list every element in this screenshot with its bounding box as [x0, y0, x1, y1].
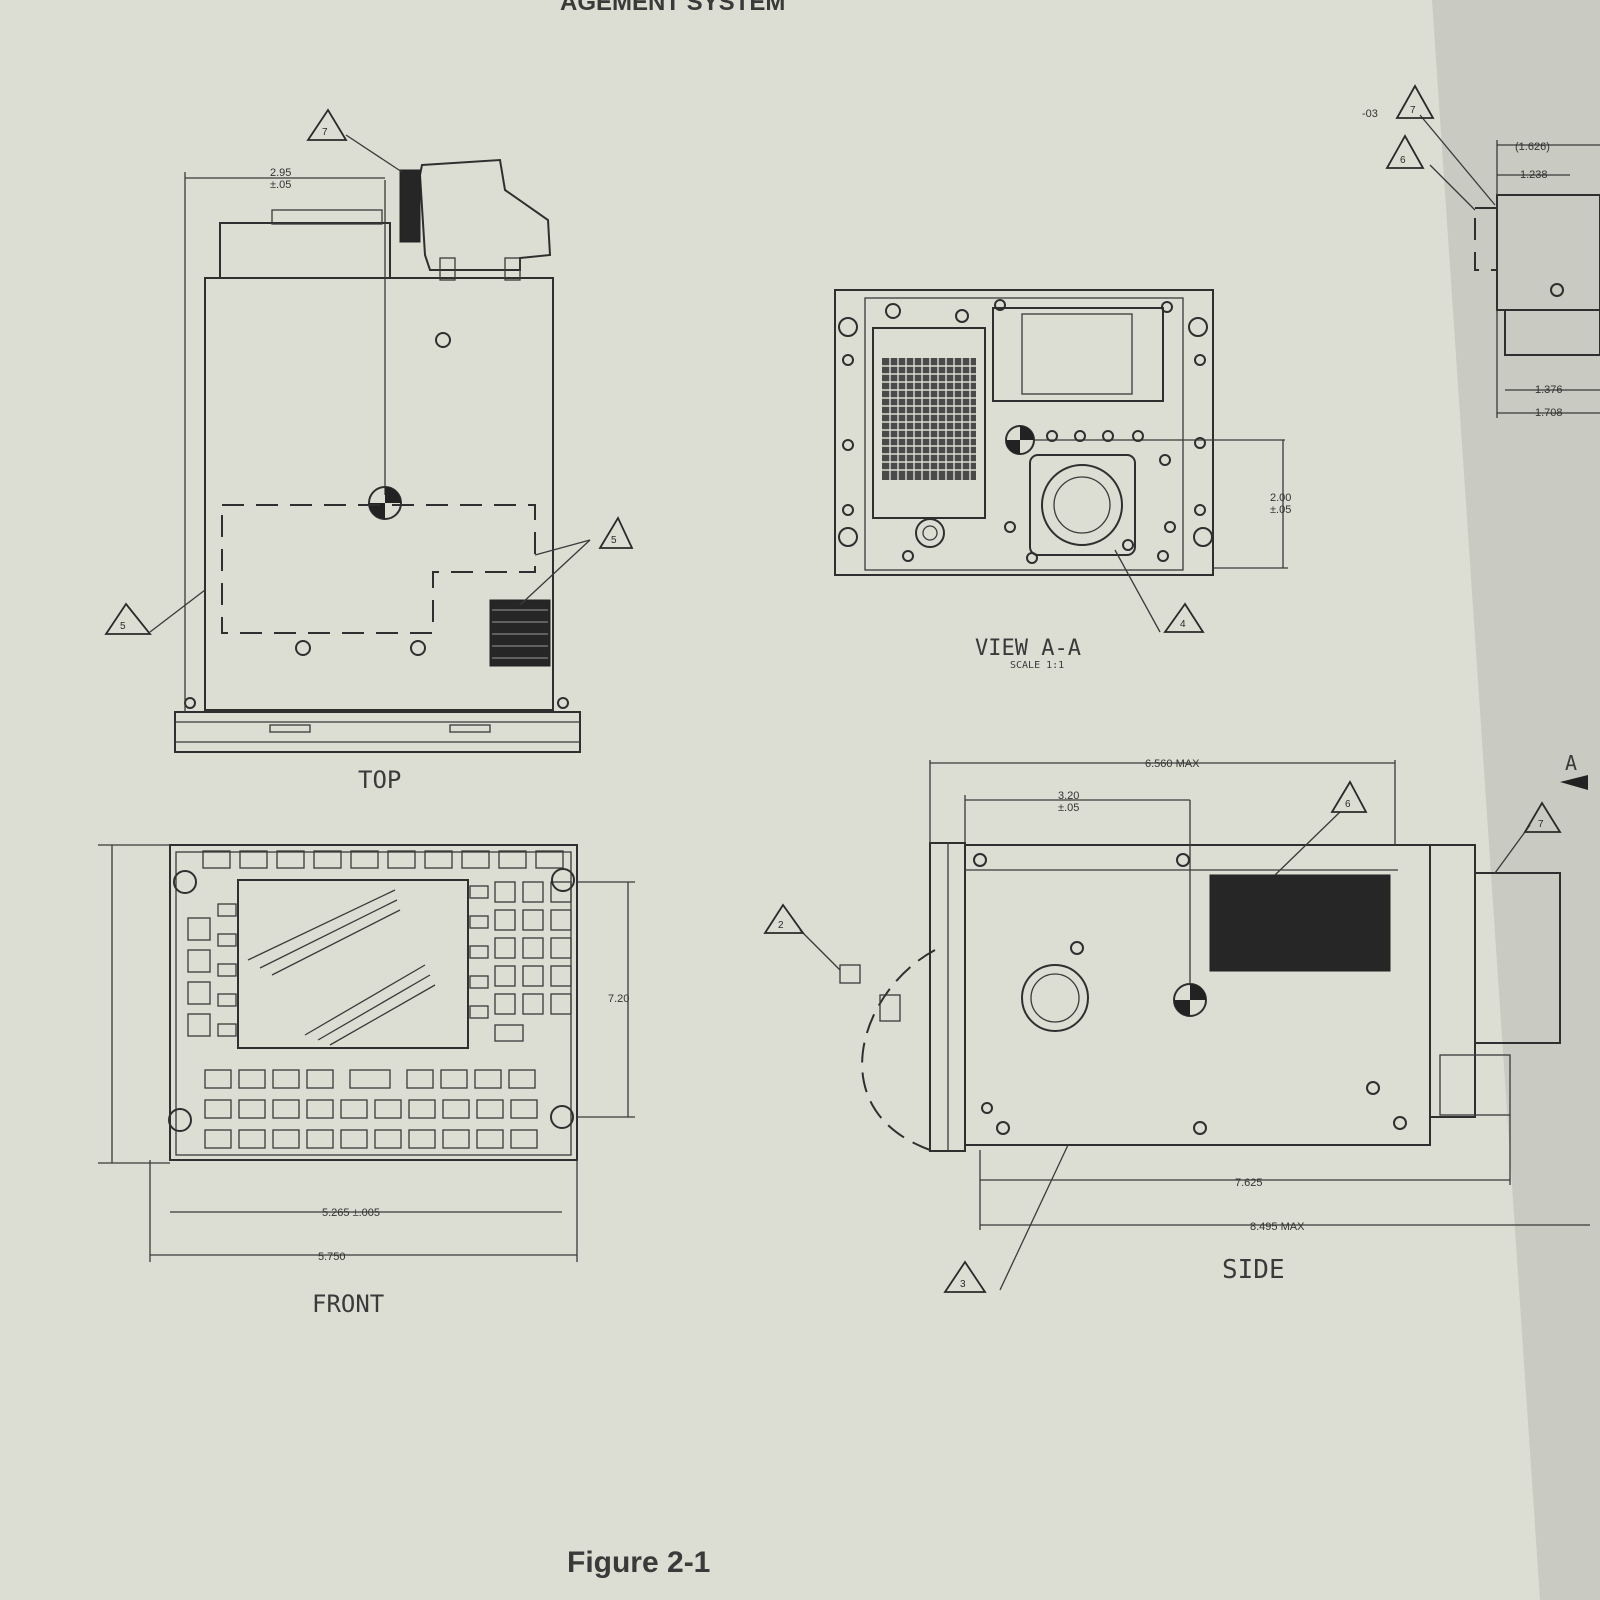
connector-pin-grid	[882, 358, 976, 480]
callout-triangle-2: 2	[763, 903, 805, 934]
callout-triangle-7-right: 7	[1395, 84, 1435, 119]
side-dim-8495: 8.495 MAX	[1250, 1221, 1305, 1233]
right-dim-1626: (1.626)	[1515, 141, 1550, 153]
svg-text:5: 5	[611, 535, 617, 546]
svg-text:6: 6	[1345, 799, 1351, 810]
front-height-dim: 7.20	[608, 993, 629, 1005]
right-dim-1376: 1.376	[1535, 384, 1563, 396]
dim-295-tolerance: ±.05	[270, 179, 291, 191]
callout-triangle-5-right: 5	[598, 516, 634, 549]
view-aa-drawing	[834, 289, 1288, 633]
side-nameplate	[1209, 874, 1391, 972]
side-view-label: SIDE	[1222, 1255, 1285, 1285]
front-view	[98, 844, 635, 1262]
side-dim-7625: 7.625	[1235, 1177, 1263, 1189]
view-aa-label: VIEW A-A	[975, 636, 1081, 661]
side-view	[799, 760, 1590, 1291]
right-dim-1238: 1.238	[1520, 169, 1548, 181]
figure-caption: Figure 2-1	[567, 1546, 710, 1579]
callout-triangle-6-right: 6	[1385, 134, 1425, 169]
svg-text:2: 2	[778, 920, 784, 931]
side-dim-320: 3.20	[1058, 790, 1079, 802]
right-dim-1708: 1.708	[1535, 407, 1563, 419]
right-suffix-label: -03	[1362, 108, 1378, 120]
callout-triangle-7-side: 7	[1523, 801, 1562, 833]
callout-triangle-4: 4	[1163, 602, 1205, 633]
svg-text:7: 7	[1538, 819, 1544, 830]
dim-200-tolerance: ±.05	[1270, 504, 1291, 516]
top-view	[149, 134, 591, 753]
callout-triangle-3: 3	[943, 1260, 987, 1293]
side-dim-320-tol: ±.05	[1058, 802, 1079, 814]
view-arrow-label: A	[1565, 751, 1577, 775]
line-select-keys	[217, 885, 489, 1037]
top-view-label: TOP	[358, 766, 401, 794]
svg-text:5: 5	[120, 621, 126, 632]
svg-text:7: 7	[322, 127, 328, 138]
callout-triangle-7-top: 7	[306, 108, 348, 141]
front-top-keys	[202, 850, 564, 869]
view-aa-scale: SCALE 1:1	[1010, 660, 1064, 671]
svg-text:7: 7	[1410, 105, 1416, 116]
svg-text:3: 3	[960, 1279, 966, 1290]
svg-text:4: 4	[1180, 619, 1186, 630]
front-display-screen	[237, 879, 469, 1049]
header-title-fragment: AGEMENT SYSTEM	[560, 0, 785, 16]
dim-295-label: 2.95	[270, 167, 291, 179]
right-partial-view	[1419, 114, 1600, 418]
front-right-keypad	[494, 881, 572, 1042]
front-outer-width-dim: 5.750	[318, 1251, 346, 1263]
callout-triangle-5-left: 5	[104, 602, 152, 635]
svg-text:6: 6	[1400, 155, 1406, 166]
front-view-label: FRONT	[312, 1290, 384, 1318]
front-alpha-keys	[204, 1069, 538, 1149]
callout-triangle-6-side: 6	[1330, 780, 1368, 813]
page-fold-shadow	[1432, 0, 1600, 1600]
side-dim-6560: 6.560 MAX	[1145, 758, 1200, 770]
dim-200-label: 2.00	[1270, 492, 1291, 504]
front-inner-width-dim: 5.265 ±.005	[322, 1207, 380, 1219]
